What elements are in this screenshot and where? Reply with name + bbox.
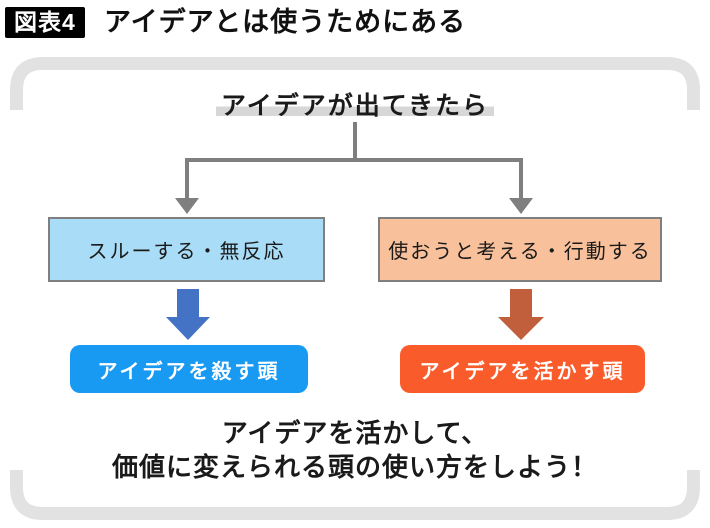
result-box-use-idea: アイデアを活かす頭: [400, 345, 645, 393]
result-kill-idea-label: アイデアを殺す頭: [97, 360, 281, 383]
left-arrowhead-icon: [175, 198, 199, 214]
right-arrowhead-icon: [509, 198, 533, 214]
figure-number-badge: 図表4: [5, 7, 85, 38]
figure-title: アイデアとは使うためにある: [104, 7, 467, 37]
option-box-use: 使おうと考える・行動する: [378, 217, 662, 282]
result-box-kill-idea: アイデアを殺す頭: [70, 345, 308, 393]
blue-down-block-arrow-icon: [166, 289, 210, 340]
result-use-idea-label: アイデアを活かす頭: [419, 360, 626, 383]
orange-down-block-arrow-icon: [498, 289, 544, 340]
conclusion-text: アイデアを活かして、 価値に変えられる頭の使い方をしよう！: [0, 416, 710, 484]
option-ignore-label: スルーする・無反応: [87, 241, 286, 263]
conclusion-line-1: アイデアを活かして、: [221, 418, 489, 448]
option-box-ignore: スルーする・無反応: [48, 217, 325, 282]
start-node: アイデアが出てきたら: [0, 86, 710, 122]
start-node-label: アイデアが出てきたら: [215, 92, 494, 120]
conclusion-line-2: 価値に変えられる頭の使い方をしよう！: [111, 452, 598, 482]
option-use-label: 使おうと考える・行動する: [388, 241, 652, 263]
